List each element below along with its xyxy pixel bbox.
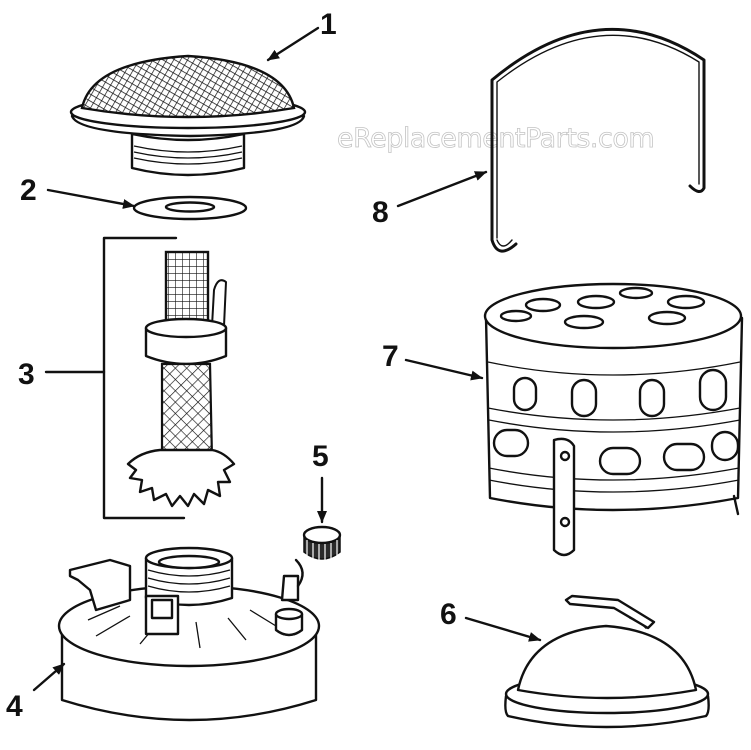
part-7-heat-drum <box>483 282 744 557</box>
callout-6: 6 <box>440 598 457 631</box>
leader-lines <box>32 26 542 692</box>
leader-7 <box>404 358 484 381</box>
leader-4 <box>32 662 66 692</box>
part-3-wick-assembly <box>102 236 236 520</box>
callout-7: 7 <box>382 340 399 373</box>
callout-1: 1 <box>320 8 337 41</box>
leader-1 <box>266 26 320 62</box>
part-1-burner-cap <box>69 54 307 177</box>
callout-8: 8 <box>372 196 389 229</box>
callout-4: 4 <box>6 690 23 723</box>
callout-3: 3 <box>18 358 35 391</box>
callout-2: 2 <box>20 174 37 207</box>
callout-5: 5 <box>312 440 329 473</box>
part-2-washer <box>132 195 248 221</box>
leader-6 <box>464 616 542 642</box>
part-4-fount <box>57 546 321 722</box>
part-8-wire-bail <box>490 27 706 253</box>
part-5-valve-cap <box>302 525 342 561</box>
part-6-dome-lid <box>504 594 710 729</box>
leader-8 <box>396 170 488 208</box>
leader-2 <box>46 188 136 209</box>
watermark-text: eReplacementParts.com <box>337 123 654 154</box>
